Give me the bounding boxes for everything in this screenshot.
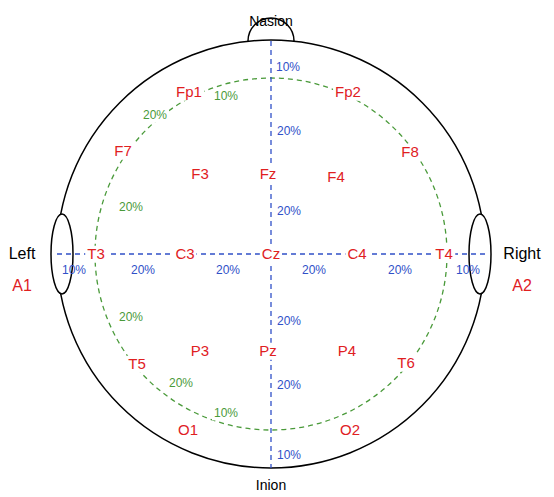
percent-label: 10% — [212, 90, 240, 103]
electrode-label: F3 — [189, 166, 211, 183]
electrode-label: T6 — [395, 355, 417, 372]
percent-label: 10% — [454, 264, 482, 277]
head-outline — [57, 40, 485, 468]
percent-label: 20% — [275, 379, 303, 392]
percent-label: 10% — [275, 449, 303, 462]
electrode-label: Pz — [257, 343, 279, 360]
percent-label: 20% — [167, 377, 195, 390]
electrode-label: C4 — [345, 246, 368, 263]
electrode-label: O1 — [176, 422, 200, 439]
electrode-label: Cz — [260, 246, 282, 263]
side-label: Right — [501, 245, 542, 263]
electrode-label: C3 — [173, 246, 196, 263]
percent-label: 10% — [60, 264, 88, 277]
electrode-label: F7 — [112, 143, 134, 160]
landmark-label: Inion — [254, 478, 288, 493]
electrode-label: P3 — [189, 343, 211, 360]
percent-label: 20% — [117, 201, 145, 214]
percent-label: 20% — [275, 315, 303, 328]
electrode-label: F4 — [325, 169, 347, 186]
reference-electrode: A1 — [10, 277, 34, 295]
electrode-label: Fp2 — [333, 84, 363, 101]
electrode-label: T3 — [85, 246, 107, 263]
landmark-label: Nasion — [247, 14, 295, 29]
percent-label: 10% — [212, 407, 240, 420]
percent-label: 20% — [129, 264, 157, 277]
percent-label: 20% — [275, 205, 303, 218]
electrode-label: P4 — [336, 343, 358, 360]
reference-electrode: A2 — [510, 277, 534, 295]
percent-label: 20% — [141, 109, 169, 122]
percent-label: 10% — [274, 61, 302, 74]
electrode-label: Fz — [258, 166, 279, 183]
side-label: Left — [7, 245, 38, 263]
percent-label: 20% — [386, 264, 414, 277]
percent-label: 20% — [275, 125, 303, 138]
electrode-label: F8 — [399, 144, 421, 161]
percent-label: 20% — [117, 311, 145, 324]
electrode-label: O2 — [338, 422, 362, 439]
electrode-label: T4 — [433, 246, 455, 263]
percent-label: 20% — [214, 264, 242, 277]
percent-label: 20% — [300, 264, 328, 277]
electrode-label: T5 — [126, 356, 148, 373]
electrode-label: Fp1 — [174, 84, 204, 101]
